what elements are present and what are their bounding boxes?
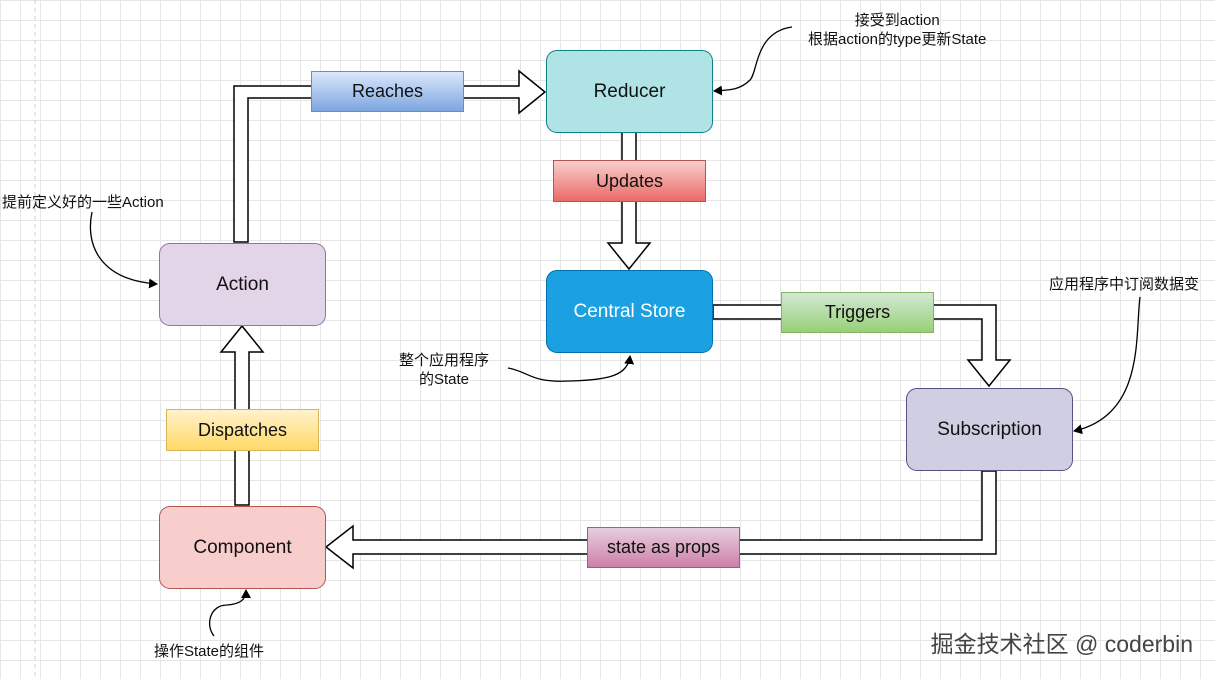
note-component: 操作State的组件 xyxy=(154,642,264,661)
edge-label-updates: Updates xyxy=(553,160,706,202)
note-reducer-line2: 根据action的type更新State xyxy=(808,31,987,48)
note-subscription-text: 应用程序中订阅数据变 xyxy=(1049,276,1200,293)
edge-label-updates-text: Updates xyxy=(595,170,664,191)
edge-label-triggers-text: Triggers xyxy=(824,302,891,322)
note-curve-action xyxy=(89,211,158,289)
node-action[interactable]: Action xyxy=(159,243,326,326)
edge-label-triggers: Triggers xyxy=(781,292,934,333)
node-subscription-label: Subscription xyxy=(937,418,1042,440)
node-reducer[interactable]: Reducer xyxy=(546,50,713,133)
node-central-store-label: Central Store xyxy=(573,300,686,322)
note-curve-store xyxy=(507,355,635,382)
note-reducer-line1: 接受到action xyxy=(854,12,940,29)
edge-label-reaches: Reaches xyxy=(311,71,464,112)
note-action: 提前定义好的一些Action xyxy=(2,193,164,212)
note-store-line1: 整个应用程序 xyxy=(399,352,490,369)
node-component[interactable]: Component xyxy=(159,506,326,589)
node-central-store[interactable]: Central Store xyxy=(546,270,713,353)
watermark: 掘金技术社区 @ coderbin xyxy=(930,631,1193,657)
note-subscription: 应用程序中订阅数据变 xyxy=(1049,275,1199,294)
edge-label-state-as-props-text: state as props xyxy=(606,537,721,557)
node-subscription[interactable]: Subscription xyxy=(906,388,1073,471)
note-action-text: 提前定义好的一些Action xyxy=(2,194,164,211)
note-curve-subscription xyxy=(1073,296,1141,435)
edge-label-reaches-text: Reaches xyxy=(351,81,424,101)
note-store-line2: 的State xyxy=(418,371,470,388)
note-reducer: 接受到action 根据action的type更新State xyxy=(808,11,986,49)
edge-label-state-as-props: state as props xyxy=(587,527,740,568)
node-reducer-label: Reducer xyxy=(593,80,666,102)
node-action-label: Action xyxy=(216,273,269,295)
edge-label-dispatches: Dispatches xyxy=(166,409,319,451)
edge-label-dispatches-text: Dispatches xyxy=(197,419,288,440)
node-component-label: Component xyxy=(193,536,292,558)
note-curve-reducer xyxy=(713,26,793,96)
note-component-text: 操作State的组件 xyxy=(154,643,265,660)
note-curve-component xyxy=(209,589,251,637)
note-central-store: 整个应用程序 的State xyxy=(399,351,489,389)
